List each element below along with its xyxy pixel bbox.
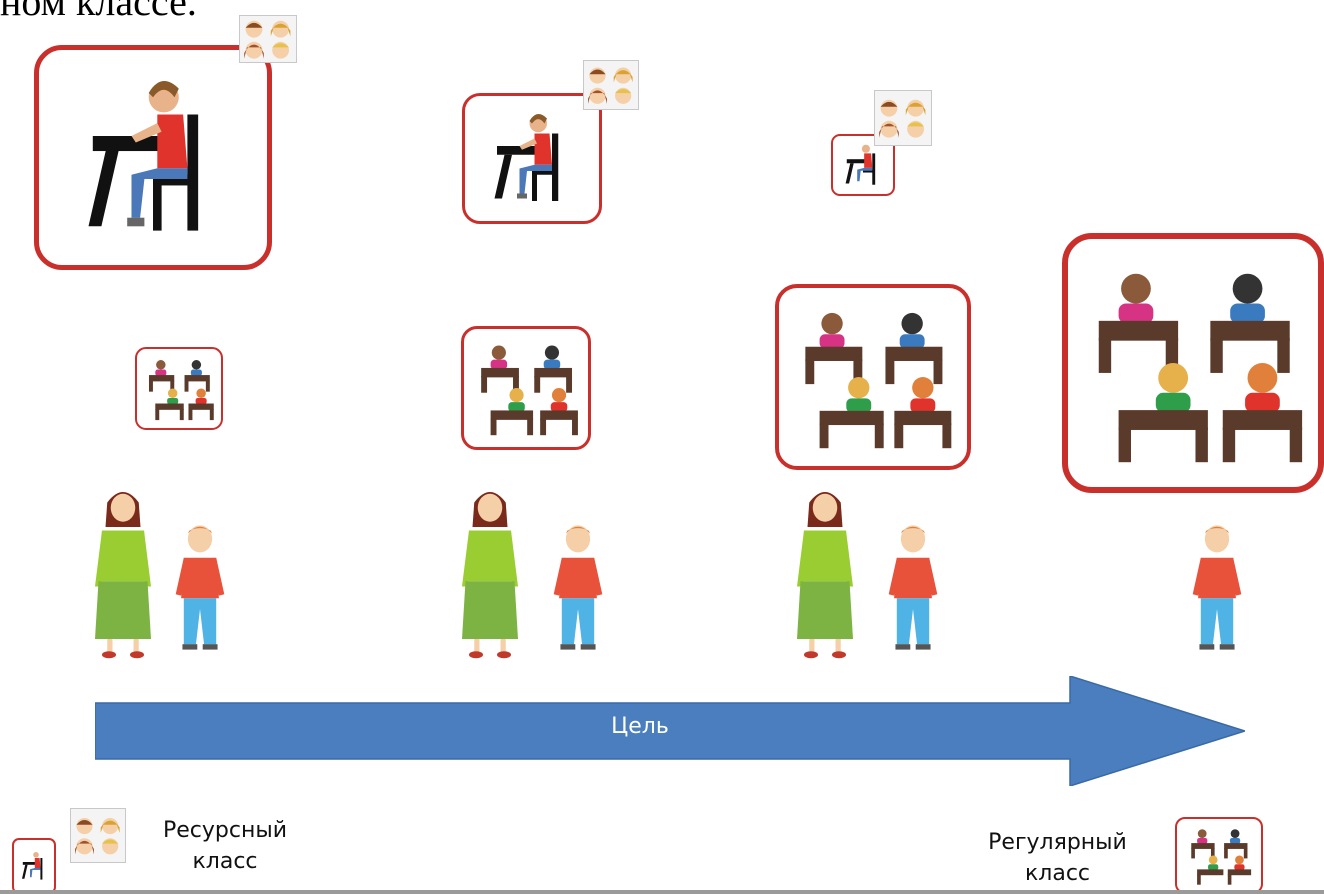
regular-class-icon — [1175, 817, 1263, 894]
student-at-desk-icon — [22, 852, 43, 880]
class-of-students-icon — [1098, 273, 1303, 463]
resource-class-icon — [12, 838, 56, 894]
class-of-students-icon — [481, 345, 578, 436]
children-faces-badge — [583, 60, 639, 110]
student-at-desk-icon — [88, 81, 199, 231]
teacher-icon — [462, 492, 518, 659]
page-heading: ном классе. — [0, 0, 197, 24]
regular-class-label: Регулярный класс — [955, 827, 1160, 889]
student-boy-icon — [1192, 525, 1242, 650]
class-of-students-icon — [148, 360, 214, 421]
children-faces-badge — [874, 90, 932, 146]
resource-class-label: Ресурсный класс — [130, 815, 320, 877]
goal-arrow-label: Цель — [611, 714, 669, 739]
class-card-xlarge — [1062, 233, 1324, 493]
children-faces-badge — [70, 808, 126, 863]
student-boy-icon — [175, 525, 225, 650]
class-card-small — [135, 347, 223, 430]
class-of-students-icon — [805, 312, 952, 449]
student-boy-icon — [553, 525, 603, 650]
resource-class-label-line2: класс — [192, 849, 258, 874]
four-children-faces-icon — [75, 817, 120, 855]
regular-class-label-line2: класс — [1024, 861, 1091, 886]
student-at-desk-icon — [494, 114, 559, 201]
goal-arrow — [95, 676, 1245, 786]
resource-class-label-line1: Ресурсный — [162, 818, 288, 843]
four-children-faces-icon — [244, 20, 291, 59]
bottom-border — [0, 890, 1324, 894]
student-at-desk-icon — [845, 144, 876, 185]
children-faces-badge — [239, 15, 297, 63]
regular-class-label-line1: Регулярный — [988, 830, 1127, 855]
four-children-faces-icon — [588, 67, 633, 104]
four-children-faces-icon — [879, 99, 926, 138]
class-of-students-icon — [1191, 829, 1252, 885]
individual-work-card-medium — [462, 93, 602, 224]
teacher-icon — [95, 492, 151, 659]
class-card-medium — [461, 326, 591, 450]
teacher-icon — [797, 492, 853, 659]
individual-work-card-large — [34, 45, 272, 270]
class-card-large — [775, 284, 971, 470]
student-boy-icon — [888, 525, 938, 650]
